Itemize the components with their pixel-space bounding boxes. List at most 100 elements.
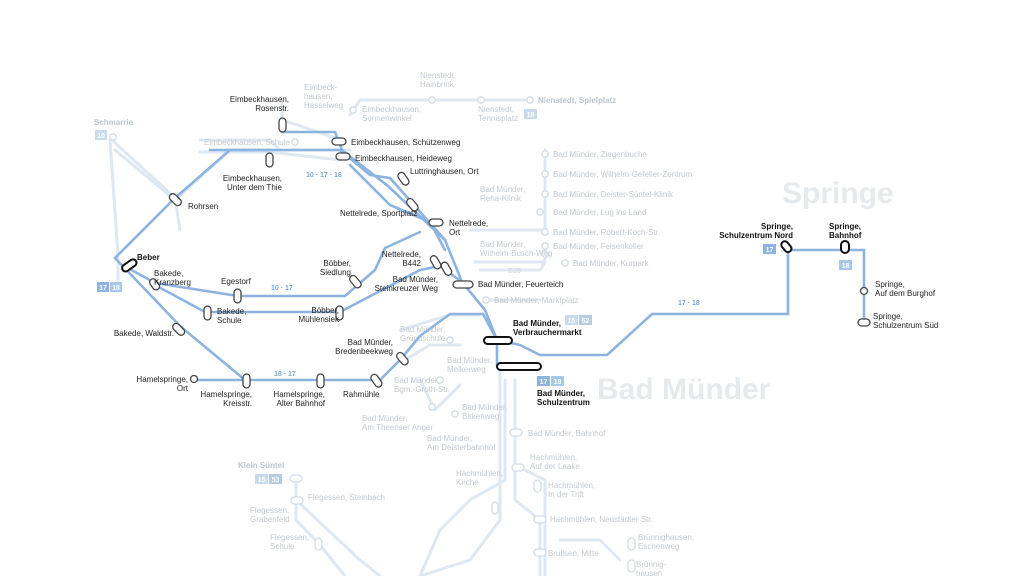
ghost-stop-marker	[291, 138, 299, 146]
route-line-north-inner	[208, 148, 447, 242]
stop-label-line: Beber	[137, 253, 160, 262]
stop-label: Luttringhausen, Ort	[410, 167, 479, 176]
ghost-label: Hachmühlen, Neustädter Str.	[550, 515, 653, 524]
stop-label-line: Am Theenser Anger	[362, 423, 433, 432]
stop-label-line: Nienstedt,	[420, 71, 456, 80]
ghost-badge-10: 10	[97, 133, 105, 140]
stop-label-line: Schule	[270, 542, 295, 551]
stop-label-line: Bad Münder,	[427, 434, 472, 443]
stop-label-line: Bad Münder, Ziegenbuche	[553, 150, 647, 159]
stop-label-line: Eimbeckhausen, Schützenweg	[351, 138, 460, 147]
stop-marker-hamelspringe-ort	[189, 374, 199, 384]
ghost-stop-marker	[477, 96, 485, 104]
stop-label-line: Kranzberg	[154, 278, 191, 287]
ghost-badge-bg	[579, 315, 592, 325]
stop-marker-eimbeckhausen-schuetzenweg	[331, 137, 347, 146]
ghost-label: Bad Münder, Marktplatz	[494, 296, 578, 305]
ghost-stop-marker	[428, 96, 436, 104]
ghost-stop-marker	[428, 403, 436, 411]
stop-label: Bakede, Waldstr.	[114, 329, 174, 338]
stop-label-line: Bad Münder,	[447, 356, 492, 365]
stop-label-line: Bgm.-Groth-Str.	[394, 385, 450, 394]
stop-marker-eimbeckhausen-rosenstr	[278, 117, 287, 133]
stop-label: Springe,Bahnhof	[829, 222, 862, 240]
ghost-badge-18: 18	[527, 112, 535, 119]
stop-label-line: Alter Bahnhof	[277, 399, 326, 408]
ghost-stop-marker	[526, 96, 534, 104]
stop-label-line: Schulzentrum Nord	[719, 231, 793, 240]
ghost-label: Brünnighausen,Eschenweg	[638, 533, 694, 551]
line-label-18-17: 18 · 17	[274, 371, 296, 378]
ghost-stop-pill	[533, 479, 542, 493]
ghost-route-flegessen-2	[294, 498, 382, 576]
stop-label-line: Bad Münder, Robert-Koch-Str.	[553, 228, 660, 237]
stop-label: Hamelspringe,Alter Bahnhof	[273, 390, 325, 408]
route-line-labels: 10 · 17 · 18 10 · 17 18 · 17 17 · 18	[271, 172, 700, 378]
stop-label-line: Hachmühlen,	[456, 469, 503, 478]
ghost-label: Bad Münder,Bgm.-Groth-Str.	[394, 376, 450, 394]
ghost-label: Nienstedt,Tennisplatz	[478, 105, 518, 123]
stop-label-line: Nettelrede, Sportplatz	[340, 209, 417, 218]
ghost-label: Bad Münder,Birkenweg	[462, 403, 507, 421]
stop-label: Eimbeckhausen,Unter dem Thie	[223, 174, 283, 192]
ghost-badge-bg	[565, 315, 578, 325]
stop-label-line: Bad Münder, Marktplatz	[494, 296, 578, 305]
badge-18-west: 18	[112, 285, 120, 292]
route-line-to-verbraucher	[460, 280, 499, 368]
stop-label-line: Luttringhausen, Ort	[410, 167, 479, 176]
stop-label-line: Eimbeckhausen,	[223, 174, 282, 183]
stop-label: Nettelrede,B442	[382, 250, 422, 268]
ghost-label: Bad Münder, Felsenkeller	[553, 242, 644, 251]
stop-marker-bakede-kranzberg	[149, 278, 161, 291]
stop-marker-nettelrede-b442	[429, 255, 442, 270]
ghost-stop-pill	[627, 559, 636, 573]
ghost-stop-pill	[533, 515, 547, 524]
ghost-label: Bad Münder, Deister-Süntel-Klinik	[553, 190, 674, 199]
stop-label-line: Wilhelm-Busch-Weg	[480, 249, 552, 258]
ghost-badge-bg	[255, 474, 268, 484]
line-label-10-17: 10 · 17	[271, 285, 293, 292]
badge-17-springe-nord: 17	[766, 247, 774, 254]
ghost-stop-marker	[451, 410, 459, 418]
badge-17-west: 17	[99, 285, 107, 292]
stop-label-line: Hasselweg	[304, 101, 343, 110]
stop-label-line: Springe,	[829, 222, 861, 231]
ghost-stop-pill	[511, 463, 525, 472]
stop-label-line: Schule	[217, 316, 242, 325]
stop-marker-rahmuehle	[370, 373, 383, 388]
route-line-nettelrede	[348, 163, 447, 252]
stop-label-line: Springe,	[875, 280, 905, 289]
ghost-badge-53: 53	[272, 477, 280, 484]
stop-label-line: Eschenweg	[638, 542, 679, 551]
ghost-label: Nienstedt,Hainbrink	[420, 71, 456, 89]
stop-label-line: Sonnenwinkel	[362, 114, 412, 123]
ghost-stop-marker	[436, 376, 444, 384]
stop-label-line: Flegessen, Steinbach	[308, 493, 385, 502]
ghost-badge-bg	[524, 109, 537, 119]
route-badges: 17 18 17 18 17 18	[97, 244, 852, 386]
ghost-label: Bad Münder, Wilhelm-Gefeller-Zentrum	[553, 170, 692, 179]
stop-marker-egestorf	[233, 288, 242, 304]
stop-marker-beber	[121, 258, 138, 273]
ghost-badge-52: 52	[582, 318, 590, 325]
stop-label: Bad Münder,Verbrauchermarkt	[513, 319, 582, 337]
ghost-route-schmarrie-2	[110, 138, 182, 232]
route-line-east	[495, 312, 790, 357]
ghost-labels: Eimbeck-hausen,Hasselweg Eimbeckhausen,S…	[94, 71, 694, 576]
ghost-badge-15: 15	[568, 318, 576, 325]
ghost-label: Bad Münder,Melkerweg	[447, 356, 492, 374]
stop-label-line: Flegessen,	[250, 506, 289, 515]
stop-marker-eimbeckhausen-heideweg	[335, 152, 351, 161]
stop-label-line: In der Trift	[548, 490, 585, 499]
ghost-label: Schmarrie	[94, 118, 134, 127]
stop-label-line: Kreisstr.	[223, 399, 252, 408]
stop-label-line: Bad Münder, Lug ins Land	[553, 208, 646, 217]
stop-label-line: Ort	[177, 384, 189, 393]
stop-marker-hamelspringe-alter-bahnhof	[316, 373, 325, 389]
stop-label: Springe,Schulzentrum Süd	[873, 312, 938, 330]
ghost-stop-marker	[541, 190, 549, 198]
stop-label-line: Klein Süntel	[238, 461, 284, 470]
stop-label-line: Hamelspringe,	[136, 375, 188, 384]
stop-label-line: Flegessen,	[270, 533, 309, 542]
